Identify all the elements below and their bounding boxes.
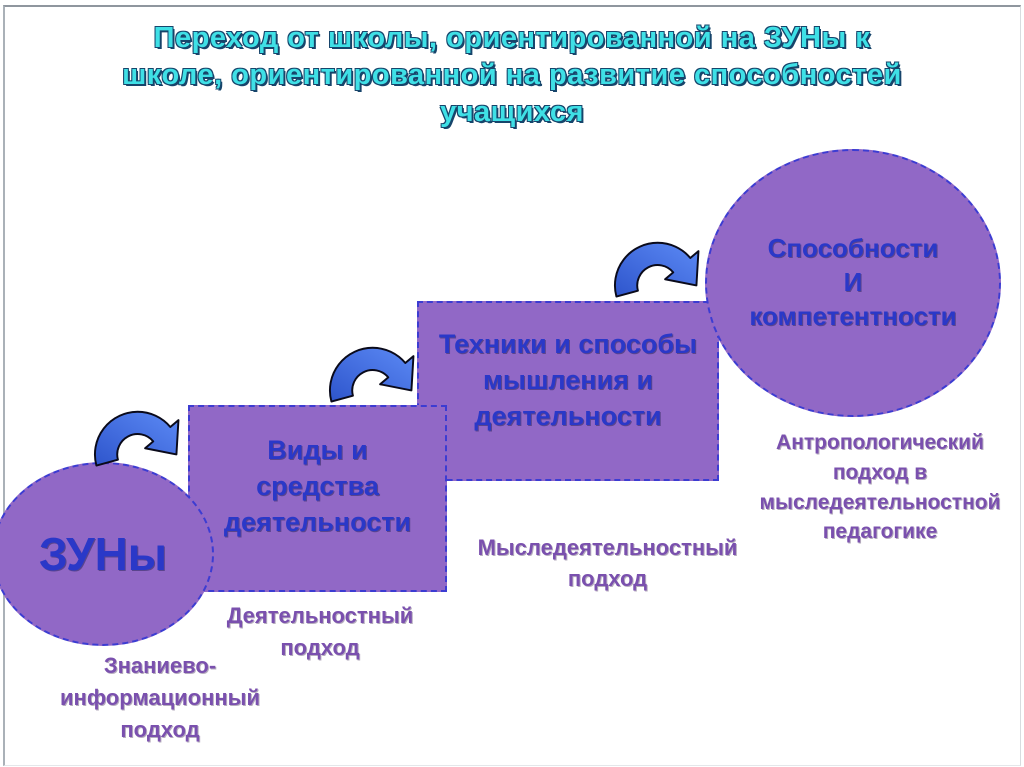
curved-arrow-icon	[328, 346, 415, 403]
approach-label-vidy: Деятельностный подход	[226, 603, 414, 660]
approach-label-tekhniki: Мыследеятельностный подход	[477, 535, 738, 591]
step-label-tekhniki: Техники и способы мышления и деятельност…	[438, 329, 698, 431]
slide-title: Переход от школы, ориентированной на ЗУН…	[122, 22, 902, 129]
step-shape-tekhniki: Техники и способы мышления и деятельност…	[417, 301, 719, 481]
step-shape-vidy: Виды и средства деятельности	[188, 405, 447, 592]
step-shape-zuny: ЗУНы	[0, 462, 214, 646]
step-label-vidy: Виды и средства деятельности	[223, 435, 412, 537]
approach-label-sposobnosti: Антропологический подход в мыследеятельн…	[759, 431, 1001, 544]
step-shape-sposobnosti: Способности И компетентности	[705, 149, 1001, 417]
curved-arrow-icon	[613, 241, 700, 298]
curved-arrow-icon	[93, 410, 180, 467]
step-label-sposobnosti: Способности И компетентности	[749, 233, 957, 331]
approach-label-zuny: Знаниево- информационный подход	[60, 653, 260, 742]
step-label-zuny: ЗУНы	[38, 528, 168, 580]
